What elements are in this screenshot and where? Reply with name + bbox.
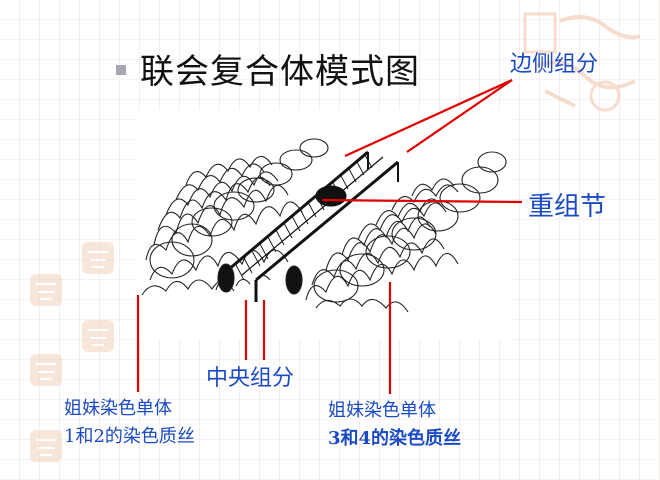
seal-stamp-left-5 <box>28 428 64 468</box>
lateral-central-elements <box>226 150 399 302</box>
label-recombination-node: 重组节 <box>528 192 607 222</box>
page-title: 联会复合体模式图 <box>140 52 420 92</box>
seal-stamp-left-3 <box>80 318 116 358</box>
synaptonemal-complex-figure <box>136 110 510 340</box>
label-lateral-element: 边侧组分 <box>510 52 599 77</box>
pointer-node <box>321 198 523 204</box>
label-sister-3-4-line1: 姐妹染色单体 <box>328 400 436 421</box>
seal-stamp-left-4 <box>28 352 64 392</box>
label-sister-3-4-line2: 3和4的染色质丝 <box>328 428 462 449</box>
seal-stamp-top-right <box>505 6 650 120</box>
chromatin-loops-right <box>305 151 507 313</box>
label-sister-1-2-line1: 姐妹染色单体 <box>64 398 172 419</box>
title-bullet <box>116 65 126 75</box>
pointer-lateral-1 <box>344 78 513 158</box>
seal-stamp-left-2 <box>28 272 64 312</box>
label-sister-1-2-line2: 1和2的染色质丝 <box>64 426 195 447</box>
pointer-lateral-2 <box>406 79 513 153</box>
seal-stamp-left-1 <box>80 240 116 280</box>
label-central-element: 中央组分 <box>206 366 295 391</box>
